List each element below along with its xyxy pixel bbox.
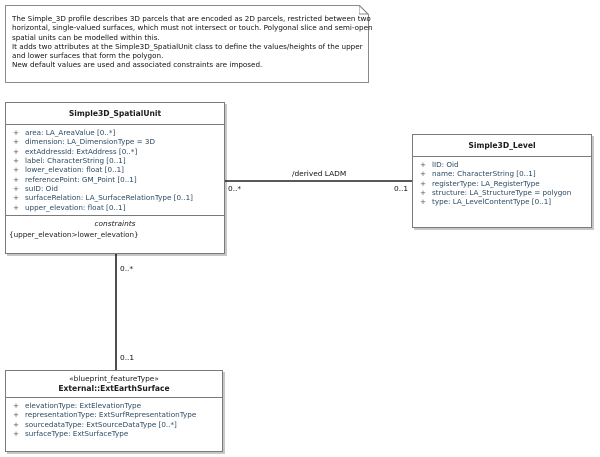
- attribute-row[interactable]: +extAddressId: ExtAddress [0..*]: [13, 146, 138, 156]
- attribute-row[interactable]: +lower_elevation: float [0..1]: [13, 165, 124, 175]
- note-line: spatial units can be modelled within thi…: [12, 32, 160, 42]
- class-simple3d-level[interactable]: Simple3D_Level +lID: Oid +name: Characte…: [412, 134, 592, 228]
- note-line: New default values are used and associat…: [12, 60, 263, 70]
- attribute-row[interactable]: +sourcedataType: ExtSourceDataType [0..*…: [13, 419, 177, 429]
- attribute-row[interactable]: +structure: LA_StructureType = polygon: [420, 188, 572, 198]
- attribute-row[interactable]: +upper_elevation: float [0..1]: [13, 202, 126, 212]
- attribute-row[interactable]: +representationType: ExtSurfRepresentati…: [13, 410, 197, 420]
- attribute-row[interactable]: +label: CharacterString [0..1]: [13, 156, 126, 166]
- class-ext-earth-surface[interactable]: «blueprint_featureType» External::ExtEar…: [5, 370, 223, 452]
- note-line: The Simple_3D profile describes 3D parce…: [12, 14, 371, 23]
- attribute-row[interactable]: +area: LA_AreaValue [0..*]: [13, 128, 116, 137]
- attribute-row[interactable]: +suID: Oid: [13, 184, 58, 194]
- multiplicity-earth-surface: 0..1: [120, 353, 135, 362]
- note-line: and lower surfaces that form the polygon…: [12, 51, 164, 61]
- multiplicity-spatialunit-level: 0..*: [228, 184, 242, 193]
- class-stereotype: «blueprint_featureType»: [69, 374, 159, 383]
- note-fold-icon: [358, 3, 370, 16]
- attribute-row[interactable]: +lID: Oid: [420, 160, 459, 169]
- class-name: Simple3D_SpatialUnit: [68, 109, 162, 118]
- class-title: «blueprint_featureType» External::ExtEar…: [6, 371, 222, 398]
- attribute-list: +area: LA_AreaValue [0..*] +dimension: L…: [6, 125, 224, 215]
- attribute-row[interactable]: +type: LA_LevelContentType [0..1]: [420, 197, 552, 207]
- class-name: Simple3D_Level: [468, 141, 536, 150]
- attribute-row[interactable]: +surfaceType: ExtSurfaceType: [13, 429, 129, 439]
- attribute-row[interactable]: +registerType: LA_RegisterType: [420, 178, 540, 188]
- attribute-row[interactable]: +referencePoint: GM_Point [0..1]: [13, 174, 137, 184]
- note-folded-corner: [358, 3, 370, 16]
- constraints-title: constraints: [6, 215, 224, 228]
- multiplicity-spatialunit-earth: 0..*: [120, 264, 134, 273]
- note-line: horizontal, single-valued surfaces, whic…: [12, 23, 373, 33]
- profile-note: The Simple_3D profile describes 3D parce…: [5, 3, 373, 83]
- attribute-row[interactable]: +dimension: LA_DimensionType = 3D: [13, 137, 156, 147]
- attribute-row[interactable]: +name: CharacterString [0..1]: [420, 169, 536, 179]
- attribute-list: +lID: Oid +name: CharacterString [0..1] …: [413, 157, 591, 210]
- attribute-row[interactable]: +elevationType: ExtElevationType: [13, 401, 141, 410]
- association-name-label: /derived LADM: [292, 169, 347, 178]
- constraint-text[interactable]: {upper_elevation>lower_elevation}: [9, 230, 139, 240]
- class-simple3d-spatialunit[interactable]: Simple3D_SpatialUnit +area: LA_AreaValue…: [5, 102, 225, 254]
- attribute-row[interactable]: +surfaceRelation: LA_SurfaceRelationType…: [13, 193, 193, 203]
- class-name: External::ExtEarthSurface: [58, 383, 170, 393]
- class-title: Simple3D_SpatialUnit: [6, 103, 224, 125]
- attribute-list: +elevationType: ExtElevationType +repres…: [6, 398, 222, 441]
- multiplicity-level: 0..1: [394, 184, 409, 193]
- note-line: It adds two attributes at the Simple3D_S…: [12, 41, 363, 51]
- class-title: Simple3D_Level: [413, 135, 591, 157]
